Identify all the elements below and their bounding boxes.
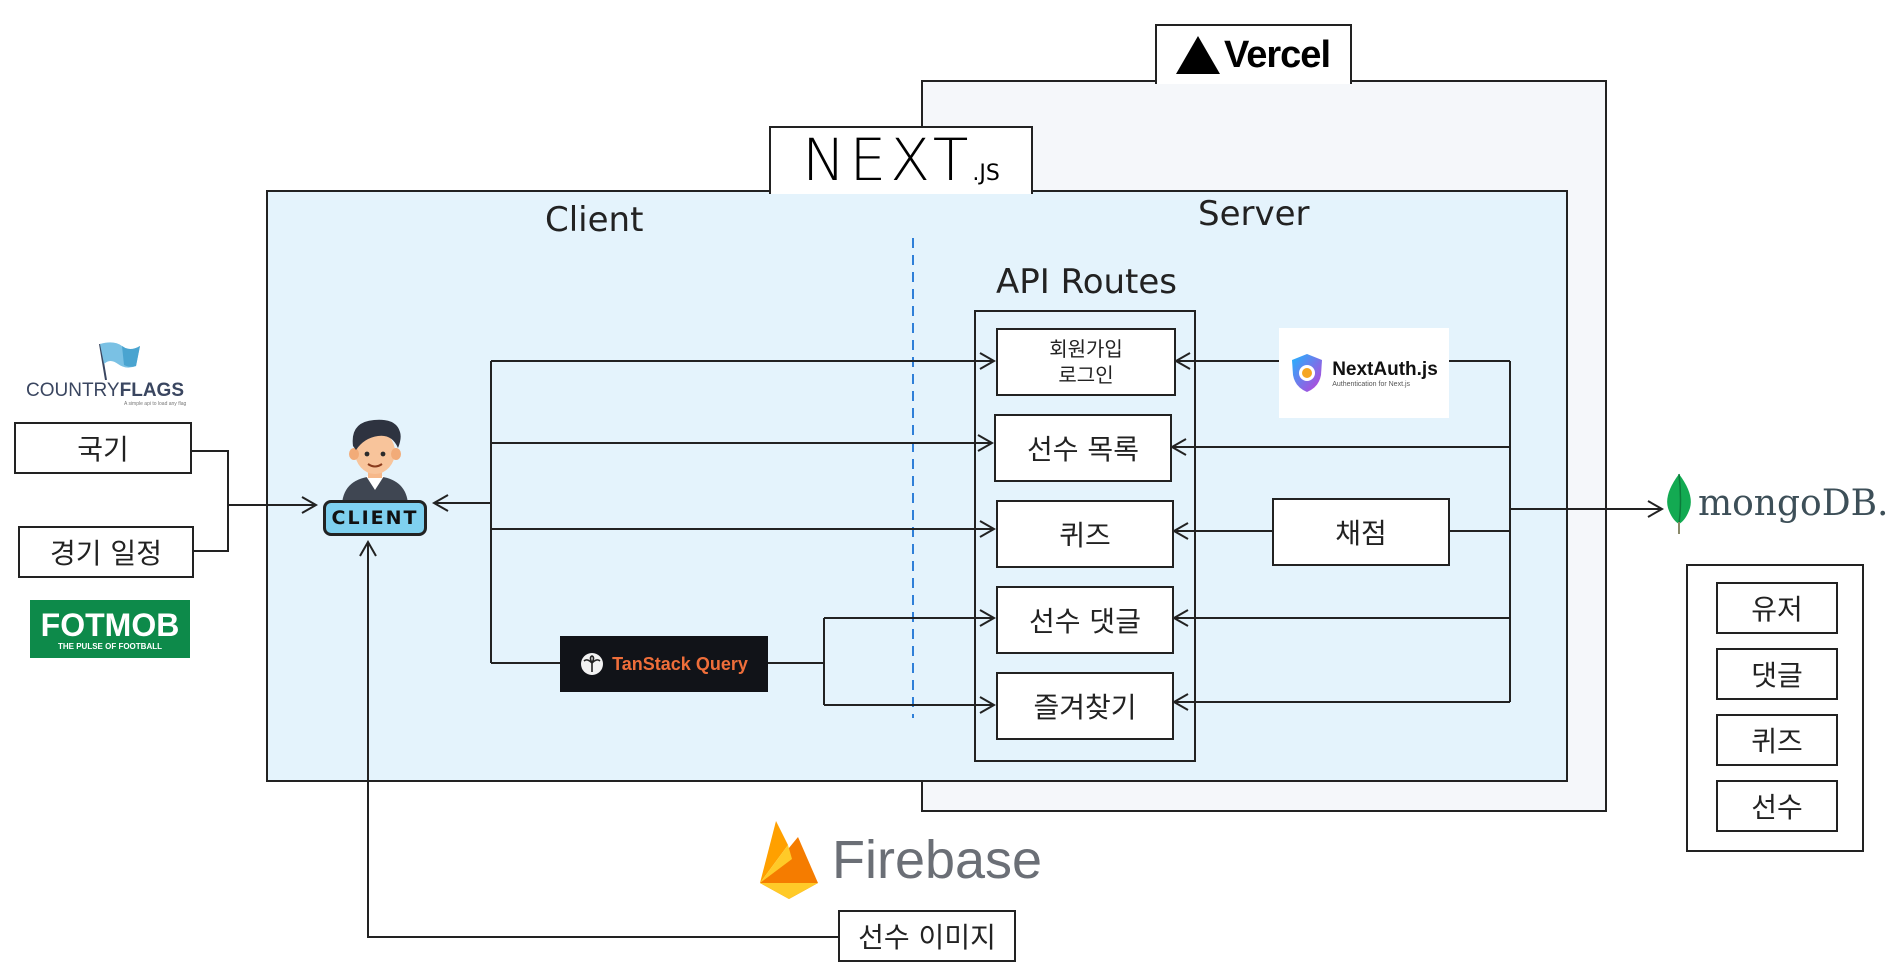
flag-icon — [99, 342, 140, 380]
route-quiz-label: 퀴즈 — [1059, 519, 1111, 552]
route-signup-login[interactable]: 회원가입 로그인 — [996, 328, 1176, 396]
player-image-to-client — [367, 542, 838, 938]
api-routes-label: API Routes — [996, 262, 1178, 302]
client-node[interactable]: CLIENT — [320, 416, 430, 540]
server-section-label: Server — [1198, 194, 1310, 234]
countryflags-wordmark-b: FLAGS — [119, 380, 184, 401]
countryflags-tagline: A simple api to load any flag — [124, 401, 187, 407]
mongodb-logo: mongoDB. — [1664, 470, 1902, 536]
schedule-source-box[interactable]: 경기 일정 — [18, 526, 194, 578]
client-avatar-icon — [342, 419, 408, 504]
nextauth-logo: NextAuth.js Authentication for Next.js — [1279, 328, 1449, 418]
grading-box[interactable]: 채점 — [1272, 498, 1450, 566]
route-favorites-label: 즐겨찾기 — [1033, 691, 1137, 724]
fotmob-wordmark: FOTMOB — [40, 606, 180, 643]
client-badge-label: CLIENT — [331, 507, 419, 529]
nextjs-wordmark: NEXT — [802, 126, 973, 194]
player-image-source-box[interactable]: 선수 이미지 — [838, 910, 1016, 962]
tanstack-wordmark: TanStack Query — [612, 653, 748, 674]
route-signup-label: 회원가입 — [1049, 337, 1123, 361]
nextauth-shield-icon — [1292, 354, 1323, 392]
firebase-logo: Firebase — [758, 818, 1058, 902]
collection-users[interactable]: 유저 — [1716, 582, 1838, 634]
collection-comments-label: 댓글 — [1751, 659, 1803, 692]
collection-quiz-label: 퀴즈 — [1751, 725, 1803, 758]
flag-source-box[interactable]: 국기 — [14, 422, 192, 474]
collection-players-label: 선수 — [1751, 791, 1803, 824]
route-player-list-label: 선수 목록 — [1027, 433, 1139, 466]
countryflags-wordmark-a: COUNTRY — [26, 380, 120, 401]
tanstack-palm-icon — [581, 653, 604, 675]
route-player-list[interactable]: 선수 목록 — [994, 414, 1172, 482]
firebase-wordmark: Firebase — [832, 830, 1043, 890]
nextauth-tagline: Authentication for Next.js — [1332, 380, 1411, 388]
vercel-wordmark: Vercel — [1224, 33, 1331, 76]
client-badge: CLIENT — [323, 500, 427, 536]
collection-comments[interactable]: 댓글 — [1716, 648, 1838, 700]
fotmob-logo: FOTMOB THE PULSE OF FOOTBALL — [30, 600, 190, 658]
grading-label: 채점 — [1335, 517, 1387, 550]
tanstack-branch — [768, 618, 825, 705]
player-image-source-label: 선수 이미지 — [858, 921, 996, 954]
countryflags-logo: COUNTRYFLAGS A simple api to load any fl… — [24, 340, 194, 410]
flag-source-label: 국기 — [77, 433, 129, 466]
firebase-flame-icon — [760, 821, 818, 899]
mongodb-wordmark: mongoDB. — [1698, 482, 1889, 524]
route-favorites[interactable]: 즐겨찾기 — [996, 672, 1174, 740]
route-player-comments-label: 선수 댓글 — [1029, 605, 1141, 638]
collection-players[interactable]: 선수 — [1716, 780, 1838, 832]
nextjs-tab — [769, 126, 1033, 194]
fotmob-tagline: THE PULSE OF FOOTBALL — [58, 641, 162, 651]
collection-users-label: 유저 — [1751, 593, 1803, 626]
route-quiz[interactable]: 퀴즈 — [996, 500, 1174, 568]
flag-to-client-line — [192, 450, 229, 552]
tanstack-query-logo: TanStack Query — [560, 636, 768, 692]
api-routes-container — [974, 310, 1196, 762]
nextjs-logo: NEXT .JS — [772, 128, 1030, 192]
route-login-label: 로그인 — [1058, 363, 1114, 387]
client-section-label: Client — [545, 200, 644, 240]
schedule-source-label: 경기 일정 — [50, 537, 162, 570]
nextjs-panel — [266, 190, 1568, 782]
mongodb-leaf-icon — [1667, 473, 1691, 534]
vercel-triangle-icon — [1176, 36, 1220, 74]
vercel-logo: Vercel — [1158, 26, 1348, 84]
nextjs-suffix: .JS — [972, 161, 1000, 186]
route-player-comments[interactable]: 선수 댓글 — [996, 586, 1174, 654]
nextauth-wordmark: NextAuth.js — [1332, 358, 1438, 380]
collection-quiz[interactable]: 퀴즈 — [1716, 714, 1838, 766]
